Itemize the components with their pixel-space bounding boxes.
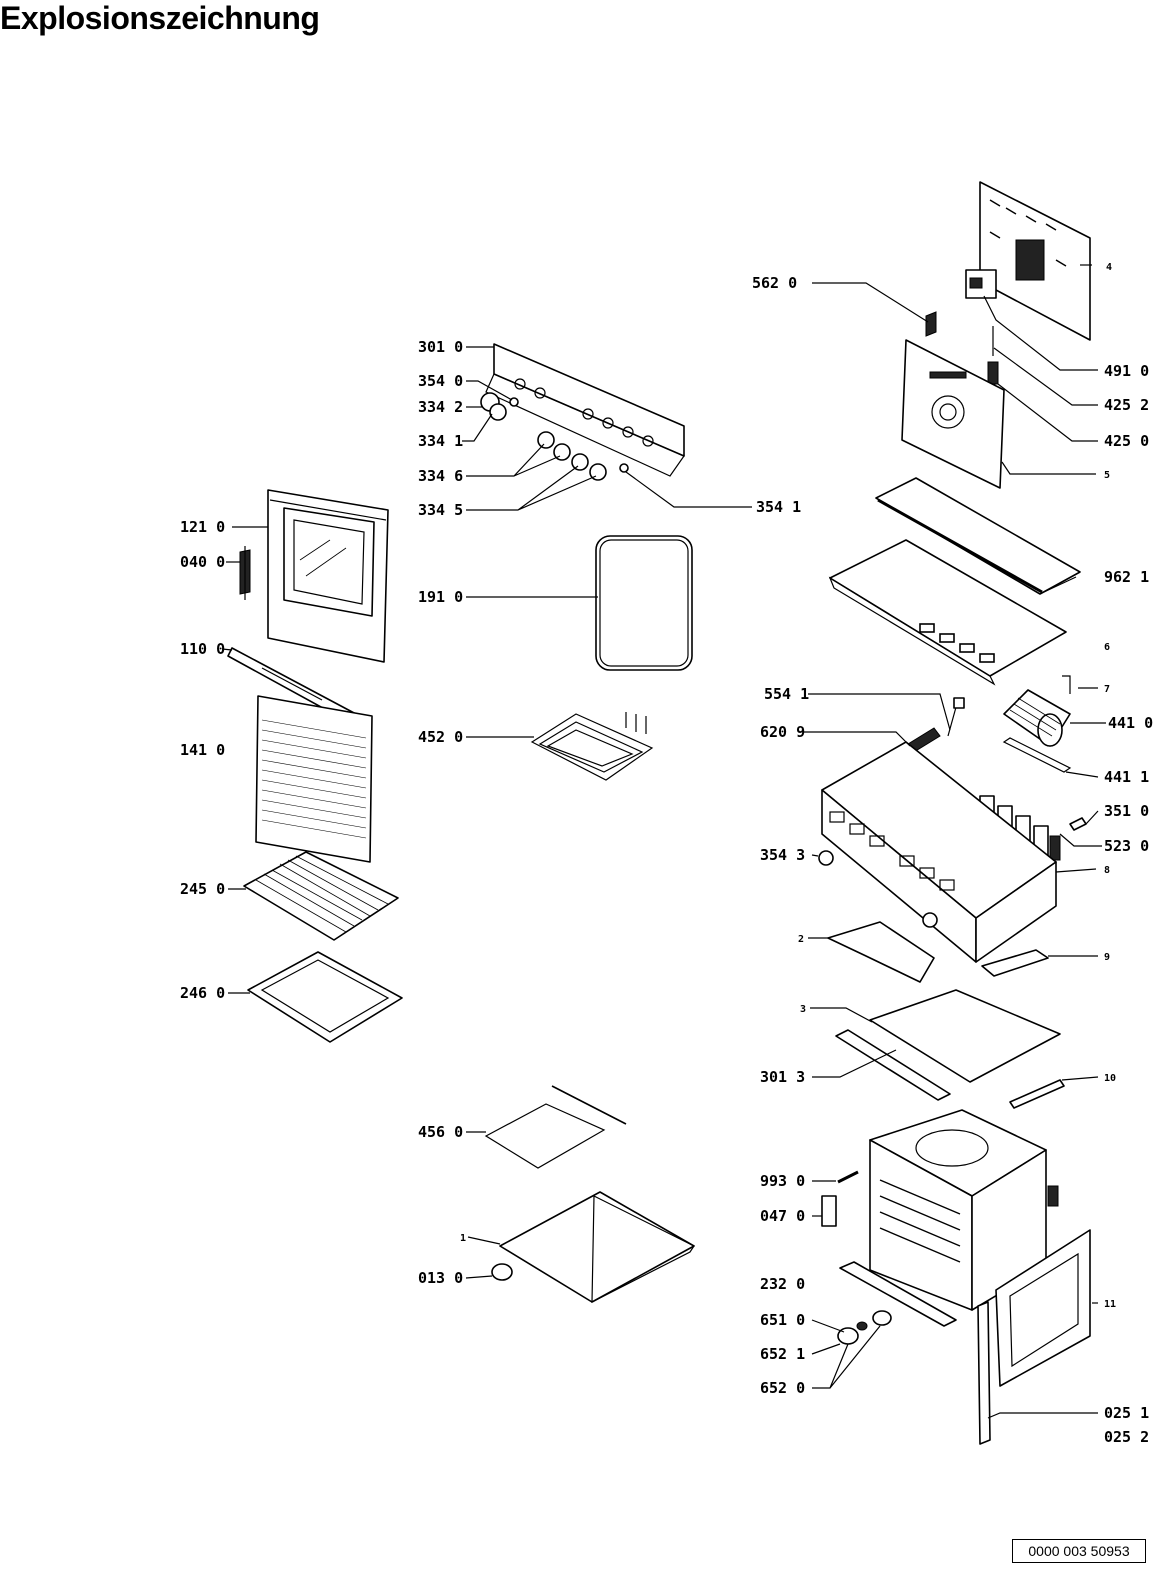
page-title: Explosionszeichnung: [0, 0, 320, 36]
label-425-0: 425 0: [1104, 432, 1149, 450]
label-10: 10: [1104, 1073, 1116, 1084]
leader-lines: [221, 264, 1106, 1419]
label-523-0: 523 0: [1104, 837, 1149, 855]
label-354-0: 354 0: [418, 372, 463, 390]
part-labels: 562 0 4 301 0 491 0 354 0 334 2 425 2 33…: [180, 262, 1153, 1446]
part-inner-glass: [255, 695, 373, 863]
label-441-1: 441 1: [1104, 768, 1149, 786]
part-front-rail-232: [839, 1261, 957, 1327]
part-lower-heating-element: [484, 1085, 627, 1169]
part-baking-tray: [247, 951, 403, 1043]
part-top-cover: [828, 539, 1067, 686]
part-301-3-strip: [835, 1029, 951, 1101]
label-9: 9: [1104, 952, 1110, 963]
label-047-0: 047 0: [760, 1207, 805, 1225]
label-993-0: 993 0: [760, 1172, 805, 1190]
part-knobs: [480, 392, 629, 481]
part-relay-554: [947, 697, 965, 737]
part-door-frame-11: [995, 1229, 1091, 1387]
label-452-0: 452 0: [418, 728, 463, 746]
part-door-hinge: [239, 546, 251, 600]
label-562-0: 562 0: [752, 274, 797, 292]
part-bracket-562: [925, 311, 937, 337]
label-334-6: 334 6: [418, 467, 463, 485]
label-5: 5: [1104, 470, 1110, 481]
part-fan-bracket: [1002, 737, 1072, 773]
label-652-0: 652 0: [760, 1379, 805, 1397]
part-lamp-354-3: [818, 850, 938, 928]
part-foot: [491, 1263, 513, 1281]
part-rear-cover: [979, 181, 1091, 341]
part-control-panel-fascia: [485, 343, 685, 477]
label-2: 2: [798, 934, 804, 945]
label-456-0: 456 0: [418, 1123, 463, 1141]
label-110-0: 110 0: [180, 640, 225, 658]
label-301-0: 301 0: [418, 338, 463, 356]
part-door-frame: [267, 489, 389, 663]
label-651-0: 651 0: [760, 1311, 805, 1329]
label-025-1: 025 1: [1104, 1404, 1149, 1422]
part-fuse-425: [987, 326, 999, 385]
label-3: 3: [800, 1004, 806, 1015]
label-301-3: 301 3: [760, 1068, 805, 1086]
label-1: 1: [460, 1233, 466, 1244]
label-141-0: 141 0: [180, 741, 225, 759]
label-246-0: 246 0: [180, 984, 225, 1002]
part-3-bottom-cover: [869, 989, 1061, 1083]
label-425-2: 425 2: [1104, 396, 1149, 414]
part-fan-wall: [901, 339, 1005, 489]
label-491-0: 491 0: [1104, 362, 1149, 380]
part-cooling-fan: [1003, 689, 1071, 747]
label-11: 11: [1104, 1299, 1116, 1310]
label-334-2: 334 2: [418, 398, 463, 416]
label-354-3: 354 3: [760, 846, 805, 864]
part-cavity-bottom-plate: [499, 1191, 695, 1303]
label-620-9: 620 9: [760, 723, 805, 741]
part-9-bracket: [981, 949, 1049, 977]
label-191-0: 191 0: [418, 588, 463, 606]
part-hinge-025: [977, 1301, 991, 1445]
label-013-0: 013 0: [418, 1269, 463, 1287]
part-2-plate: [827, 921, 935, 983]
label-441-0: 441 0: [1108, 714, 1153, 732]
label-351-0: 351 0: [1104, 802, 1149, 820]
label-025-2: 025 2: [1104, 1428, 1149, 1446]
part-lamp-651-652: [837, 1310, 892, 1345]
part-oven-cavity: [869, 1109, 1059, 1311]
label-962-1: 962 1: [1104, 568, 1149, 586]
label-652-1: 652 1: [760, 1345, 805, 1363]
part-door-seal: [595, 535, 693, 671]
label-040-0: 040 0: [180, 553, 225, 571]
part-insulation-strip: [875, 477, 1081, 595]
part-screw-993: [837, 1170, 859, 1184]
label-334-5: 334 5: [418, 501, 463, 519]
part-10-strip: [1009, 1079, 1065, 1109]
label-8: 8: [1104, 865, 1110, 876]
label-6: 6: [1104, 642, 1110, 653]
label-121-0: 121 0: [180, 518, 225, 536]
part-upper-heating-element: [530, 712, 654, 781]
part-bracket-491: [965, 269, 997, 299]
part-7: [1062, 675, 1071, 694]
label-232-0: 232 0: [760, 1275, 805, 1293]
label-4: 4: [1106, 262, 1112, 273]
document-number-box: 0000 003 50953: [1012, 1539, 1146, 1563]
label-245-0: 245 0: [180, 880, 225, 898]
part-latch-047: [821, 1195, 837, 1227]
label-7: 7: [1104, 684, 1110, 695]
part-wire-rack: [243, 851, 399, 941]
label-354-1: 354 1: [756, 498, 801, 516]
label-554-1: 554 1: [764, 685, 809, 703]
part-lamp-351: [1069, 817, 1087, 831]
label-334-1: 334 1: [418, 432, 463, 450]
